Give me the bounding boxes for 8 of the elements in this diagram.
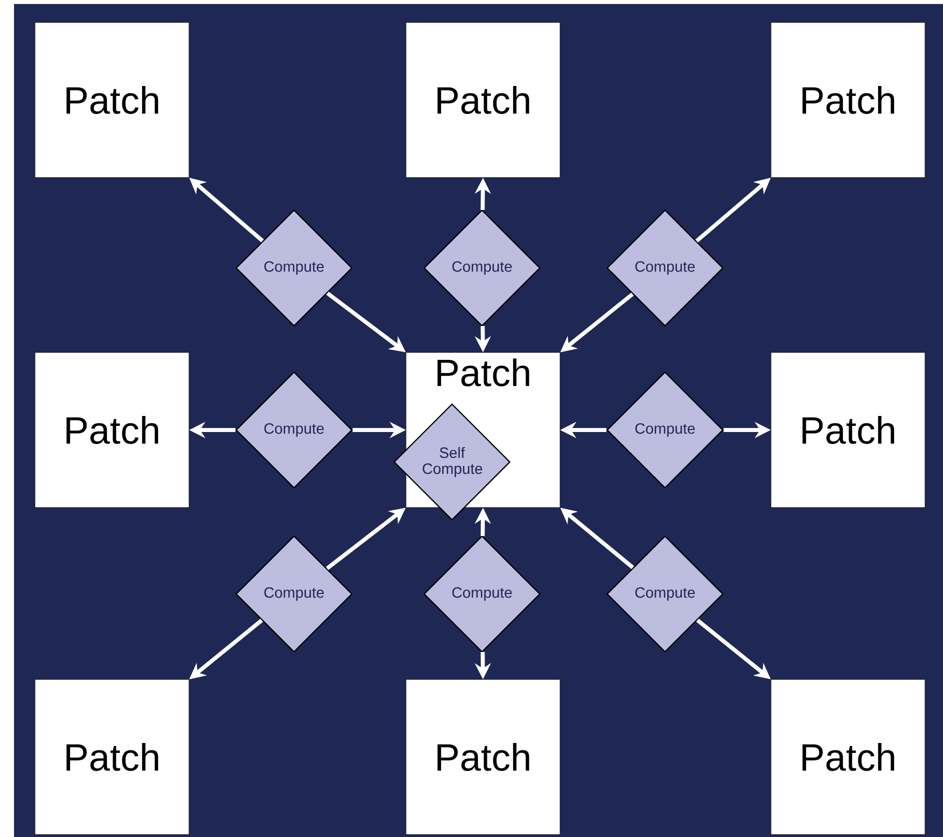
patch-box: Patch xyxy=(406,22,560,178)
patch-box: Patch xyxy=(406,679,560,835)
patch-box: Patch xyxy=(770,679,926,835)
patch-box: Patch xyxy=(770,22,926,178)
patch-box: Patch xyxy=(34,679,190,835)
patch-box: Patch xyxy=(34,352,190,508)
patch-box: Patch xyxy=(770,352,926,508)
patch-box: Patch xyxy=(34,22,190,178)
